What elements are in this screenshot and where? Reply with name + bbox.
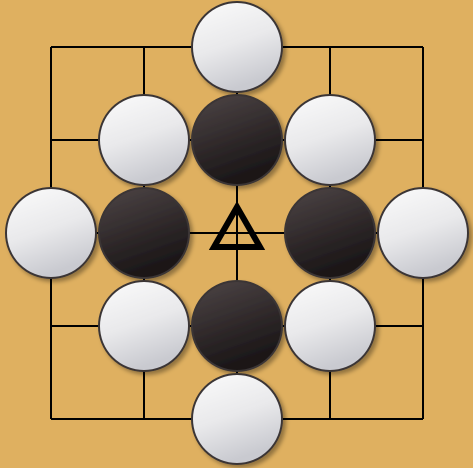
black-stone[interactable] [191, 280, 283, 372]
white-stone[interactable] [377, 187, 469, 279]
white-stone[interactable] [98, 280, 190, 372]
white-stone[interactable] [284, 280, 376, 372]
white-stone[interactable] [284, 94, 376, 186]
black-stone[interactable] [284, 187, 376, 279]
white-stone[interactable] [191, 373, 283, 465]
black-stone[interactable] [191, 94, 283, 186]
triangle-icon [208, 200, 266, 250]
black-stone[interactable] [98, 187, 190, 279]
white-stone[interactable] [191, 1, 283, 93]
white-stone[interactable] [5, 187, 97, 279]
white-stone[interactable] [98, 94, 190, 186]
stones-layer [5, 1, 469, 465]
markers-layer [208, 200, 266, 250]
